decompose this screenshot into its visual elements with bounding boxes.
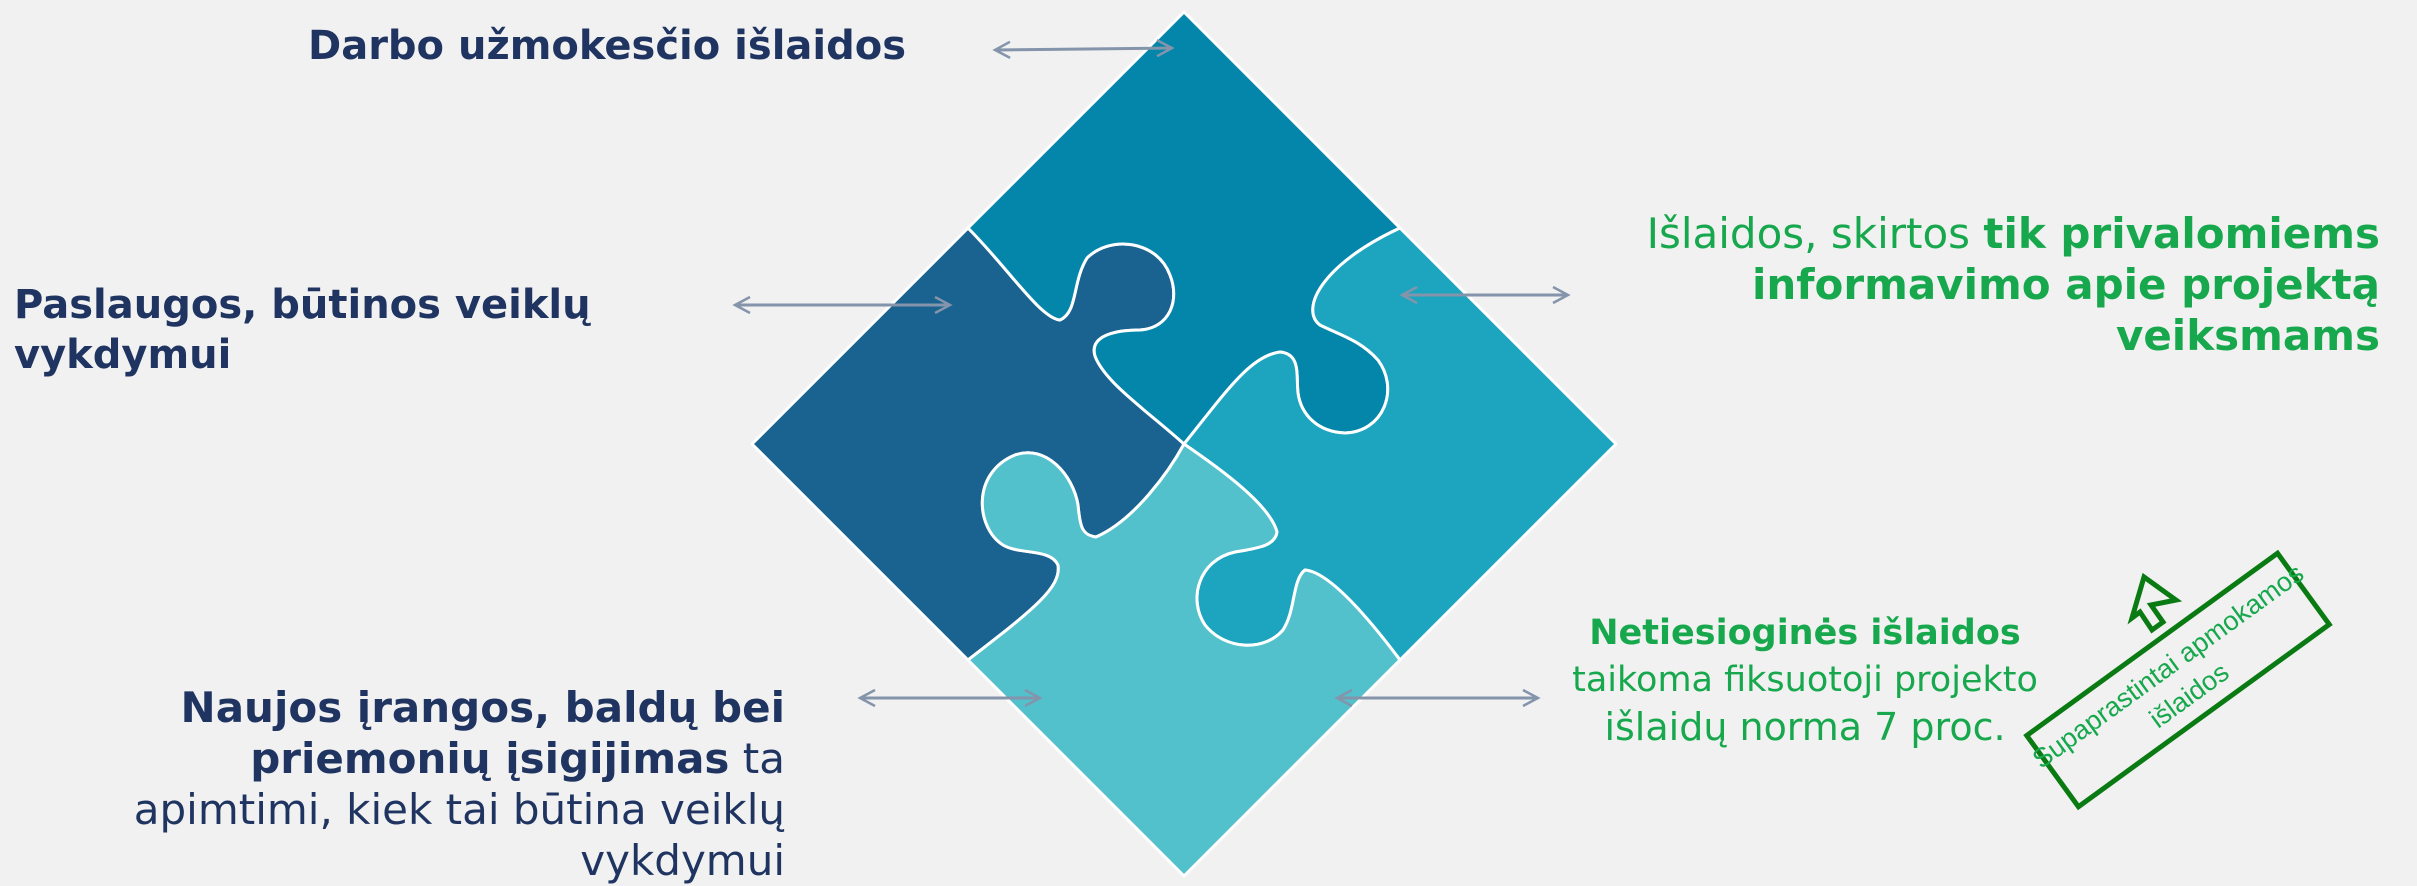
label-information-bold: tik privalomiems informavimo apie projek… (1751, 209, 2380, 360)
puzzle-piece-bottom (966, 442, 1402, 878)
up-arrow-icon (2127, 572, 2183, 634)
simplified-costs-box: Supaprastintai apmokamos išlaidos (2023, 549, 2333, 811)
indirect-line1: taikoma fiksuotoji projekto (1572, 660, 2038, 700)
label-information-prefix: Išlaidos, skirtos (1646, 209, 1984, 258)
label-labor-costs: Darbo užmokesčio išlaidos (308, 23, 907, 69)
simplified-costs-frame (2023, 549, 2333, 811)
indirect-line2: išlaidų norma 7 proc. (1604, 705, 2006, 749)
indirect-title: Netiesioginės išlaidos (1589, 613, 2021, 653)
label-equipment-rest: ta apimtimi, kiek tai būtina veiklų vykd… (133, 734, 785, 885)
label-indirect-costs: Netiesioginės išlaidos taikoma fiksuotoj… (1555, 610, 2055, 751)
label-equipment: Naujos įrangos, baldų bei priemonių įsig… (60, 682, 785, 886)
arrow-labor (992, 39, 1175, 59)
label-equipment-bold: Naujos įrangos, baldų bei priemonių įsig… (180, 683, 785, 783)
label-information: Išlaidos, skirtos tik privalomiems infor… (1560, 208, 2380, 361)
label-services: Paslaugos, būtinos veiklų vykdymui (14, 282, 591, 378)
